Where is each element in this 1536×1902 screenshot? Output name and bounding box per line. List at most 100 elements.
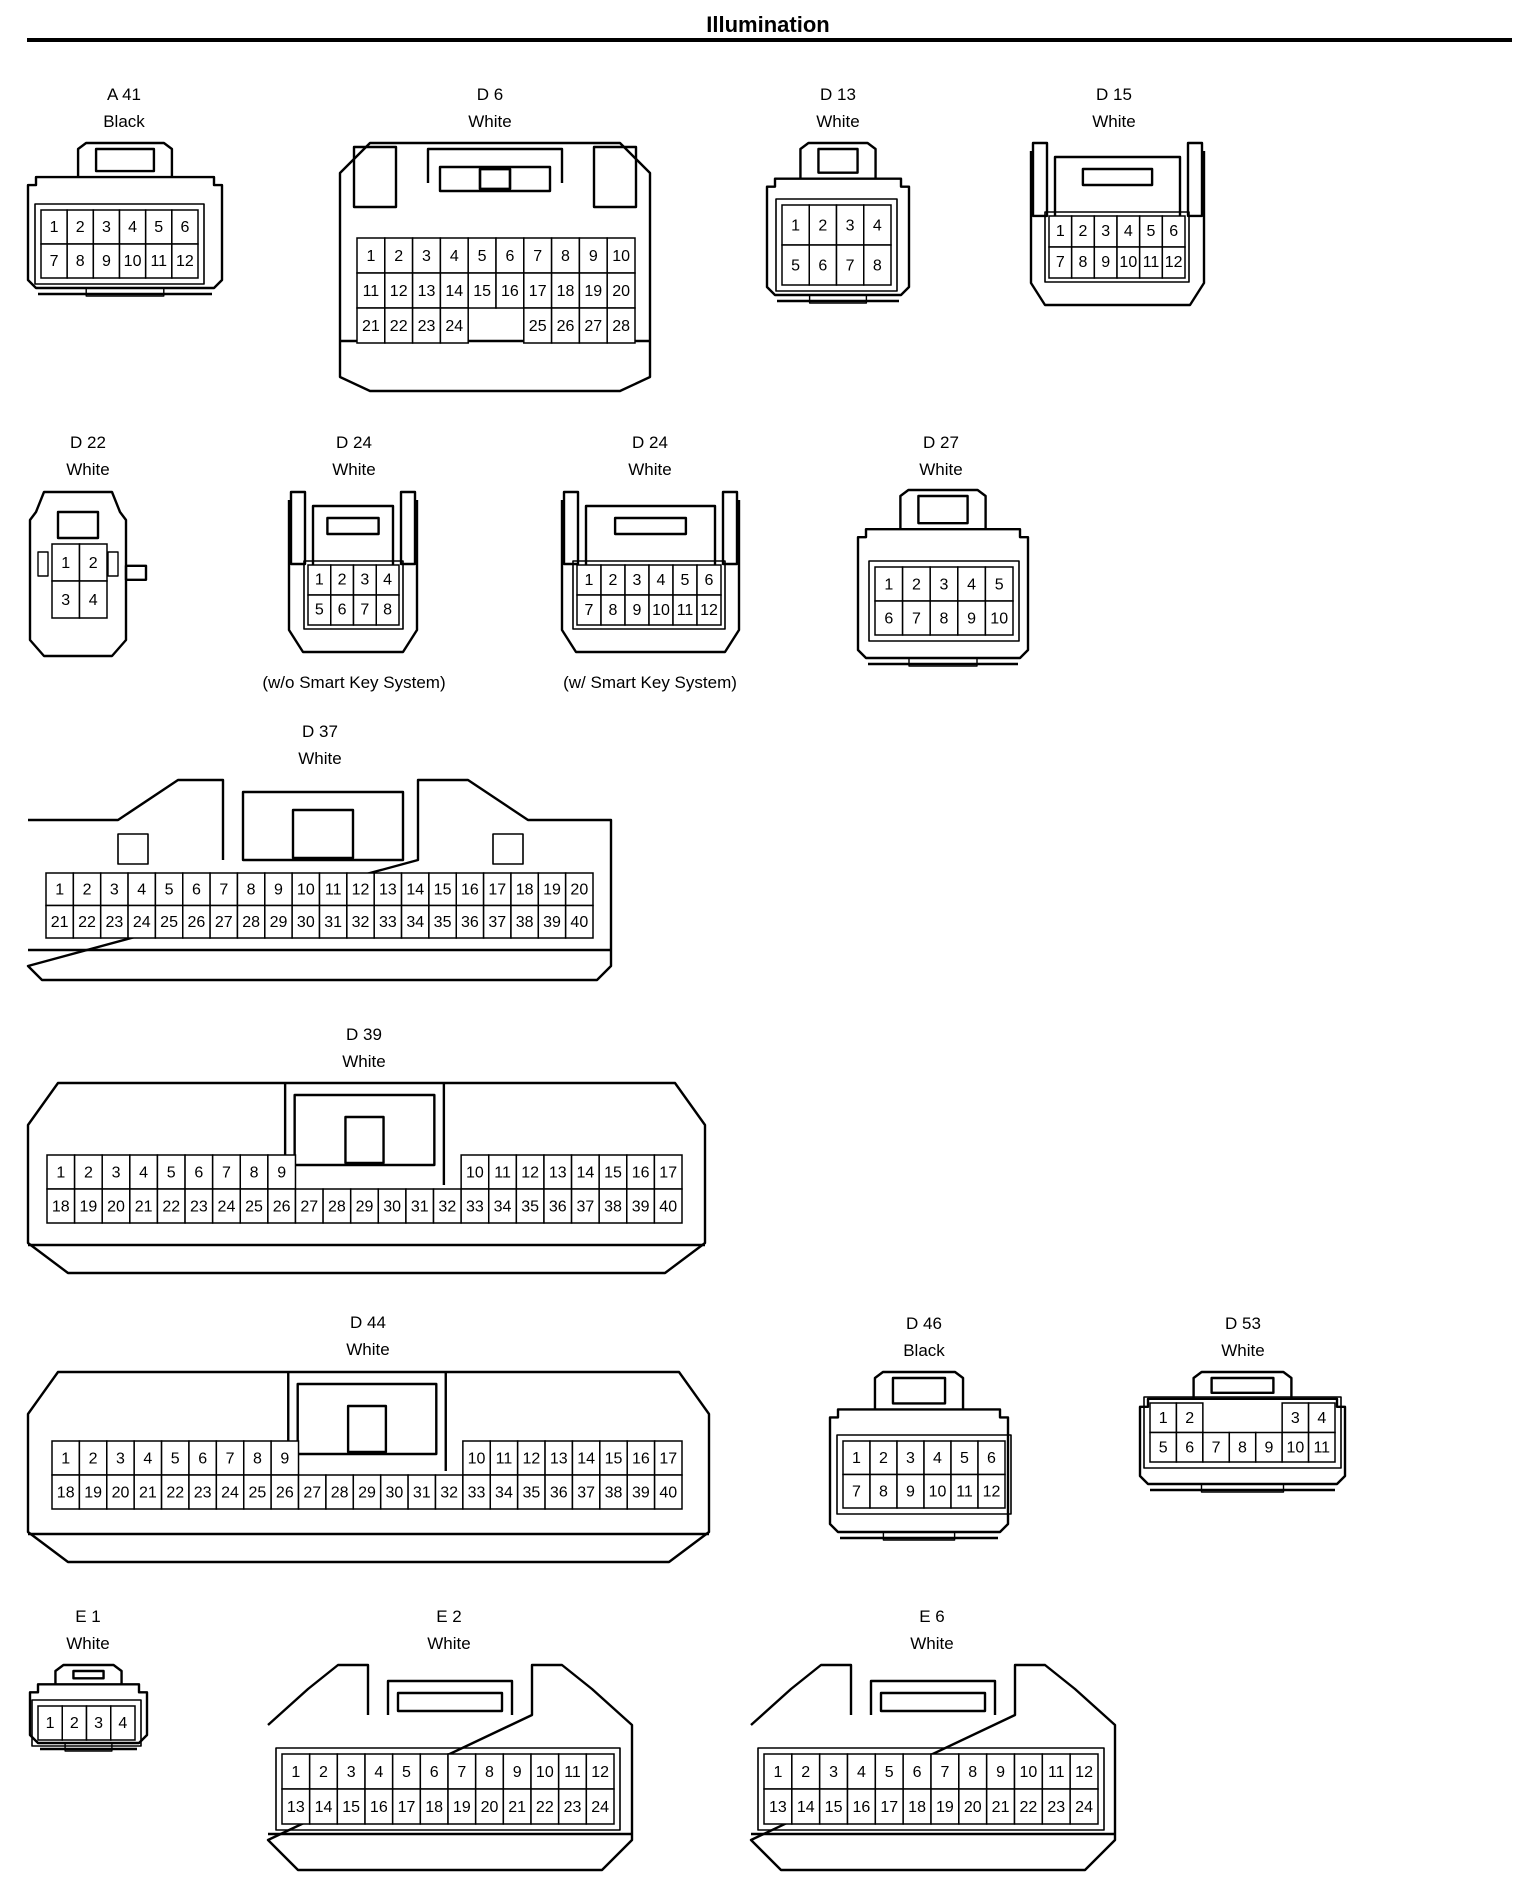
pin-number: 4 — [374, 1764, 383, 1781]
pin-number: 6 — [1185, 1439, 1194, 1456]
connector-id: D 24 — [336, 433, 372, 452]
pin-number: 18 — [557, 283, 575, 300]
pin-number: 20 — [570, 882, 588, 899]
pin-number: 8 — [250, 1164, 259, 1181]
pin-number: 6 — [884, 610, 893, 627]
pin-number: 12 — [522, 1450, 540, 1467]
pin-number: 6 — [987, 1450, 996, 1467]
pin-number: 5 — [171, 1450, 180, 1467]
pin-number: 38 — [516, 914, 534, 931]
pin-number: 4 — [450, 248, 459, 265]
pin-number: 3 — [61, 592, 70, 609]
pin-number: 2 — [1079, 223, 1088, 240]
pin-number: 2 — [394, 248, 403, 265]
connector-color: White — [910, 1634, 953, 1653]
connector-id: D 27 — [923, 433, 959, 452]
pin-number: 9 — [633, 602, 642, 619]
pin-number: 33 — [379, 914, 397, 931]
pin-number: 10 — [612, 248, 630, 265]
connector-id: D 24 — [632, 433, 668, 452]
pin-number: 9 — [906, 1484, 915, 1501]
pin-number: 11 — [496, 1450, 513, 1467]
pin-number: 2 — [338, 572, 347, 589]
pin-number: 29 — [358, 1484, 376, 1501]
pin-number: 24 — [218, 1198, 236, 1215]
pin-number: 17 — [529, 283, 547, 300]
pin-number: 11 — [677, 602, 694, 619]
pin-number: 2 — [879, 1450, 888, 1467]
pin-number: 2 — [801, 1764, 810, 1781]
pin-number: 10 — [1020, 1764, 1038, 1781]
pin-number: 10 — [990, 610, 1008, 627]
pin-number: 11 — [1313, 1439, 1330, 1456]
connector-id: D 39 — [346, 1025, 382, 1044]
pin-number: 3 — [633, 572, 642, 589]
pin-number: 6 — [913, 1764, 922, 1781]
pin-number: 26 — [276, 1484, 294, 1501]
pin-number: 3 — [347, 1764, 356, 1781]
pin-number: 37 — [488, 914, 506, 931]
pin-number: 33 — [466, 1198, 484, 1215]
connector-color: White — [66, 460, 109, 479]
pin-number: 10 — [652, 602, 670, 619]
pin-number: 7 — [940, 1764, 949, 1781]
pin-number: 8 — [940, 610, 949, 627]
pin-number: 17 — [880, 1799, 898, 1816]
pin-number: 17 — [659, 1450, 677, 1467]
pin-number: 11 — [150, 253, 167, 270]
pin-number: 7 — [50, 253, 59, 270]
pin-number: 34 — [495, 1484, 513, 1501]
pin-number: 5 — [167, 1164, 176, 1181]
pin-number: 19 — [543, 882, 561, 899]
pin-number: 14 — [406, 882, 424, 899]
pin-number: 5 — [165, 882, 174, 899]
pin-number: 24 — [445, 318, 463, 335]
pin-number: 16 — [632, 1164, 650, 1181]
pin-number: 8 — [609, 602, 618, 619]
pin-number: 5 — [315, 602, 324, 619]
pin-number: 28 — [331, 1484, 349, 1501]
connector-note: (w/o Smart Key System) — [262, 673, 445, 692]
pin-number: 22 — [166, 1484, 184, 1501]
pin-number: 1 — [366, 248, 375, 265]
title-divider — [27, 38, 1512, 42]
connector-id: E 1 — [75, 1607, 101, 1626]
pin-number: 24 — [133, 914, 151, 931]
connector-color: White — [66, 1634, 109, 1653]
pin-number: 26 — [273, 1198, 291, 1215]
pin-number: 31 — [413, 1484, 431, 1501]
pin-number: 15 — [473, 283, 491, 300]
pin-number: 1 — [884, 576, 893, 593]
pin-number: 30 — [297, 914, 315, 931]
pin-number: 2 — [89, 1450, 98, 1467]
pin-number: 16 — [501, 283, 519, 300]
pin-number: 15 — [342, 1799, 360, 1816]
pin-number: 22 — [78, 914, 96, 931]
pin-number: 30 — [385, 1484, 403, 1501]
pin-number: 16 — [461, 882, 479, 899]
pin-number: 1 — [55, 882, 64, 899]
connector-color: White — [1092, 112, 1135, 131]
pin-number: 28 — [242, 914, 260, 931]
pin-number: 6 — [194, 1164, 203, 1181]
pin-number: 14 — [315, 1799, 333, 1816]
pin-number: 20 — [612, 283, 630, 300]
pin-number: 18 — [57, 1484, 75, 1501]
pin-number: 25 — [245, 1198, 263, 1215]
pin-number: 7 — [852, 1484, 861, 1501]
pin-number: 3 — [112, 1164, 121, 1181]
pin-number: 1 — [1159, 1410, 1168, 1427]
connector-color: White — [427, 1634, 470, 1653]
pin-number: 18 — [908, 1799, 926, 1816]
pin-number: 7 — [360, 602, 369, 619]
